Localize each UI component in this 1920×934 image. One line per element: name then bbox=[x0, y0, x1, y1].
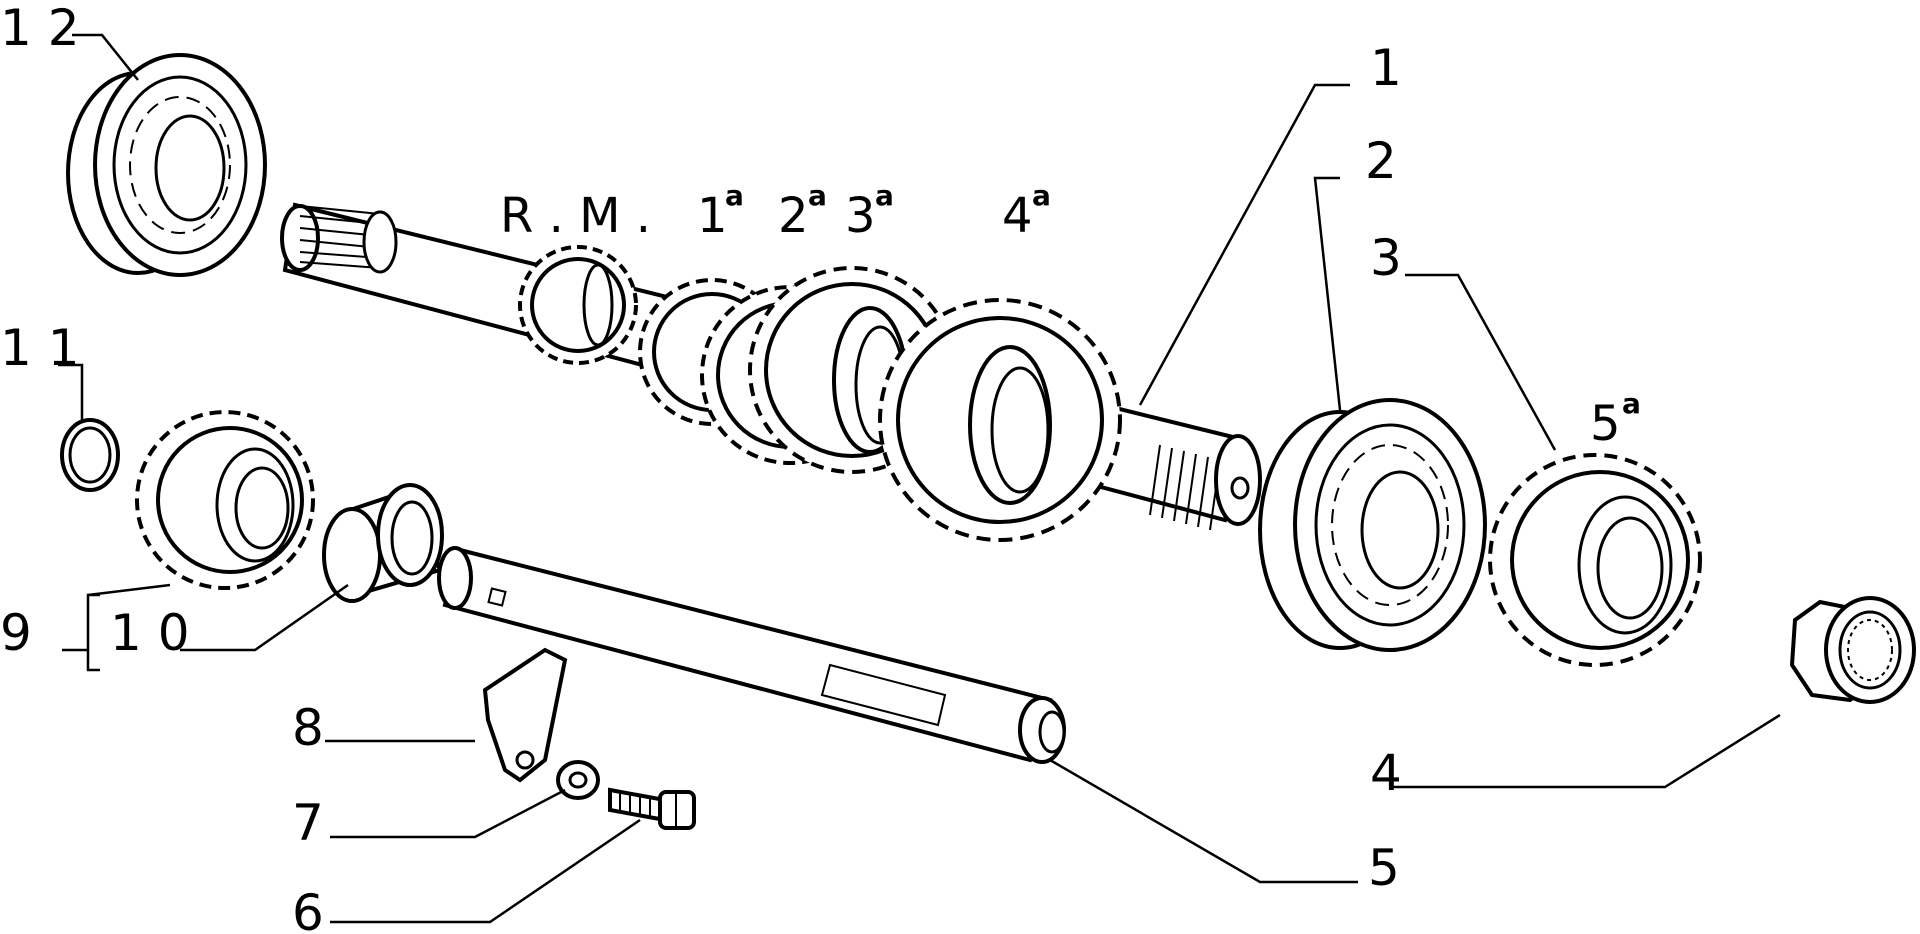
gear-label-1-ordinal: a bbox=[725, 179, 744, 212]
gear-label-3-ordinal: a bbox=[875, 179, 894, 212]
nut-4 bbox=[1789, 596, 1916, 704]
snap-ring-11 bbox=[60, 418, 120, 492]
reverse-gear bbox=[518, 245, 638, 365]
callout-7: 7 bbox=[292, 794, 324, 852]
leader-lines bbox=[58, 33, 1781, 924]
gear-label-3: 3 bbox=[845, 188, 876, 244]
countershaft-5 bbox=[437, 546, 1066, 764]
callout-3: 3 bbox=[1370, 229, 1402, 287]
gear-label-2: 2 bbox=[778, 188, 809, 244]
gear-label-4-ordinal: a bbox=[1032, 179, 1051, 212]
gear-label-1: 1 bbox=[697, 188, 728, 244]
callout-4: 4 bbox=[1370, 744, 1402, 802]
gear-label-4: 4 bbox=[1002, 188, 1033, 244]
bolt-6 bbox=[608, 787, 696, 830]
callout-5: 5 bbox=[1368, 839, 1400, 897]
gear-label-5-ordinal: a bbox=[1622, 387, 1641, 420]
gear-label-2-ordinal: a bbox=[808, 179, 827, 212]
callout-10: 1 0 bbox=[110, 604, 190, 662]
callout-2: 2 bbox=[1365, 132, 1397, 190]
gear-label-reverse: R . M . bbox=[500, 188, 651, 244]
plate-8 bbox=[482, 647, 568, 783]
callout-6: 6 bbox=[292, 884, 324, 934]
callout-11: 1 1 bbox=[0, 319, 80, 377]
gear-9 bbox=[135, 410, 315, 590]
ball-bearing-12 bbox=[66, 53, 267, 277]
fourth-gear bbox=[878, 298, 1122, 542]
gear-label-5: 5 bbox=[1590, 396, 1621, 452]
washer-7 bbox=[556, 760, 600, 800]
callout-12: 1 2 bbox=[0, 0, 80, 57]
bushing-10 bbox=[322, 483, 444, 603]
callout-1: 1 bbox=[1370, 39, 1402, 97]
fifth-gear bbox=[1488, 453, 1702, 667]
callout-8: 8 bbox=[292, 699, 324, 757]
ball-bearing-2 bbox=[1258, 398, 1487, 652]
callout-9: 9 bbox=[0, 604, 32, 662]
